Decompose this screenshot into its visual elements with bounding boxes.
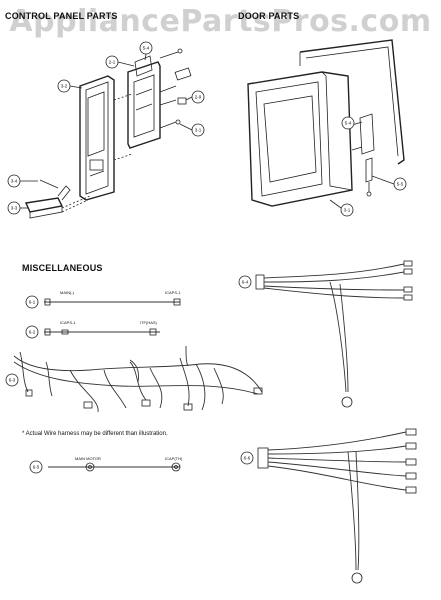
control-panel-assembly bbox=[24, 48, 192, 219]
harness-6-6: 6-6 bbox=[240, 428, 417, 584]
callout-top-small-text: 5-4 bbox=[143, 46, 150, 51]
callout-door-bottom bbox=[340, 203, 354, 217]
callout-h3-text: 6-3 bbox=[9, 378, 16, 383]
control-panel-callouts: 5-4 2-1 3-2 2-9 3-1 3-4 3-3 bbox=[7, 41, 205, 215]
wire1-right-label: ICAPS-1 bbox=[165, 290, 181, 295]
callout-h6-text: 6-6 bbox=[244, 456, 251, 461]
control-panel-heading: CONTROL PANEL PARTS bbox=[5, 11, 118, 21]
callout-panel-text: 2-1 bbox=[109, 60, 116, 65]
miscellaneous-heading: MISCELLANEOUS bbox=[22, 263, 103, 273]
door-parts-heading: DOOR PARTS bbox=[238, 11, 300, 21]
wire1-left-label: MAIN(-) bbox=[60, 290, 74, 295]
wire-6-2: 6-2 bbox=[25, 325, 160, 339]
callout-screw2-text: 3-1 bbox=[195, 128, 202, 133]
wire2-left-label: ICAPS-1 bbox=[60, 320, 76, 325]
wire2-right-label: ITF(HAS) bbox=[140, 320, 157, 325]
wire-6-5: 6-5 bbox=[29, 460, 181, 474]
door-callouts: 5-4 5-5 3-1 bbox=[329, 116, 407, 217]
wire-harness-note: * Actual Wire harness may be different t… bbox=[22, 431, 168, 437]
callout-door-bottom-text: 3-1 bbox=[344, 208, 351, 213]
callout-h5-text: 6-5 bbox=[33, 465, 40, 470]
wire-6-1: 6-1 bbox=[25, 295, 181, 309]
callout-frame-text: 3-2 bbox=[61, 84, 68, 89]
callout-door-edge bbox=[341, 116, 355, 130]
callout-h4-text: 6-4 bbox=[242, 280, 249, 285]
door-assembly bbox=[247, 39, 405, 207]
harness-6-4: 6-4 bbox=[238, 260, 413, 408]
callout-door-lower-text: 5-5 bbox=[397, 182, 404, 187]
callout-screw1-text: 2-9 bbox=[195, 95, 202, 100]
callout-knob2-text: 3-4 bbox=[11, 179, 18, 184]
wire5-left-label: MAIN MOTOR bbox=[75, 456, 101, 461]
main-wire-harness: 6-3 bbox=[5, 345, 263, 413]
wire5-right-label: ICAP(TH) bbox=[165, 456, 183, 461]
callout-h1-text: 6-1 bbox=[29, 300, 36, 305]
callout-door-edge-text: 5-4 bbox=[345, 121, 352, 126]
callout-knob-label-text: 3-3 bbox=[11, 206, 18, 211]
callout-h2-text: 6-2 bbox=[29, 330, 36, 335]
